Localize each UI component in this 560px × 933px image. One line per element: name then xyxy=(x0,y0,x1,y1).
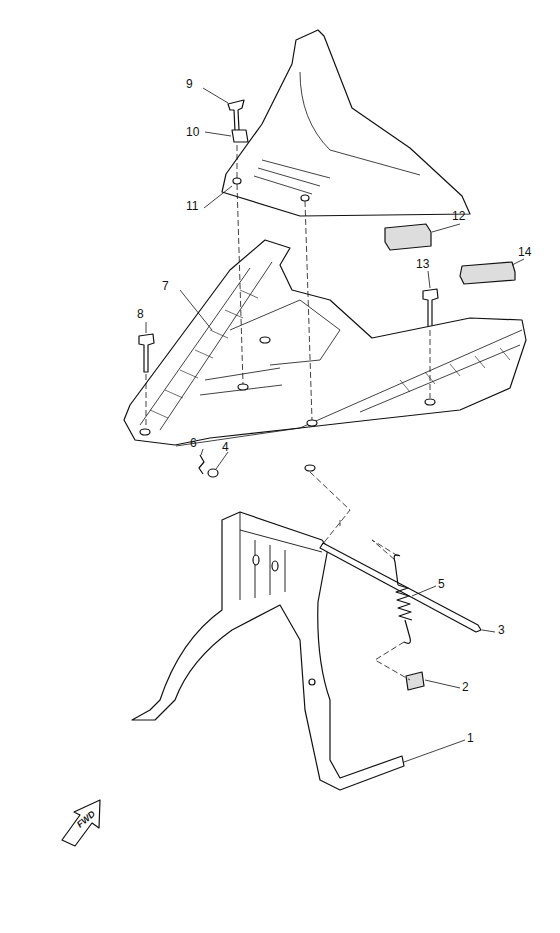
stopper-rubber xyxy=(406,672,424,690)
callout-number: 2 xyxy=(462,681,469,693)
screw xyxy=(228,100,244,131)
callout-number: 9 xyxy=(186,78,193,90)
callout-number: 8 xyxy=(137,308,144,320)
clip xyxy=(199,455,204,474)
callout-number: 6 xyxy=(190,437,197,449)
callout-number: 10 xyxy=(186,126,199,138)
callout-number: 14 xyxy=(518,246,531,258)
forward-arrow xyxy=(62,800,100,846)
callout-number: 13 xyxy=(416,258,429,270)
clip-nut xyxy=(232,130,248,142)
footrest-cover xyxy=(222,30,470,216)
pivot-shaft xyxy=(320,543,481,632)
return-spring xyxy=(394,555,412,643)
center-stand xyxy=(132,512,404,790)
callout-number: 11 xyxy=(186,200,198,212)
callout-number: 5 xyxy=(438,578,445,590)
callout-number: 1 xyxy=(467,732,474,744)
washer xyxy=(208,469,218,477)
bolt xyxy=(423,289,438,328)
damper-pad xyxy=(460,262,515,284)
callout-number: 4 xyxy=(222,441,229,453)
footboard xyxy=(124,240,526,445)
damper-pad xyxy=(385,224,431,250)
callout-number: 3 xyxy=(498,624,505,636)
bolt xyxy=(139,334,154,372)
callout-number: 12 xyxy=(452,210,465,222)
callout-number: 7 xyxy=(162,280,169,292)
